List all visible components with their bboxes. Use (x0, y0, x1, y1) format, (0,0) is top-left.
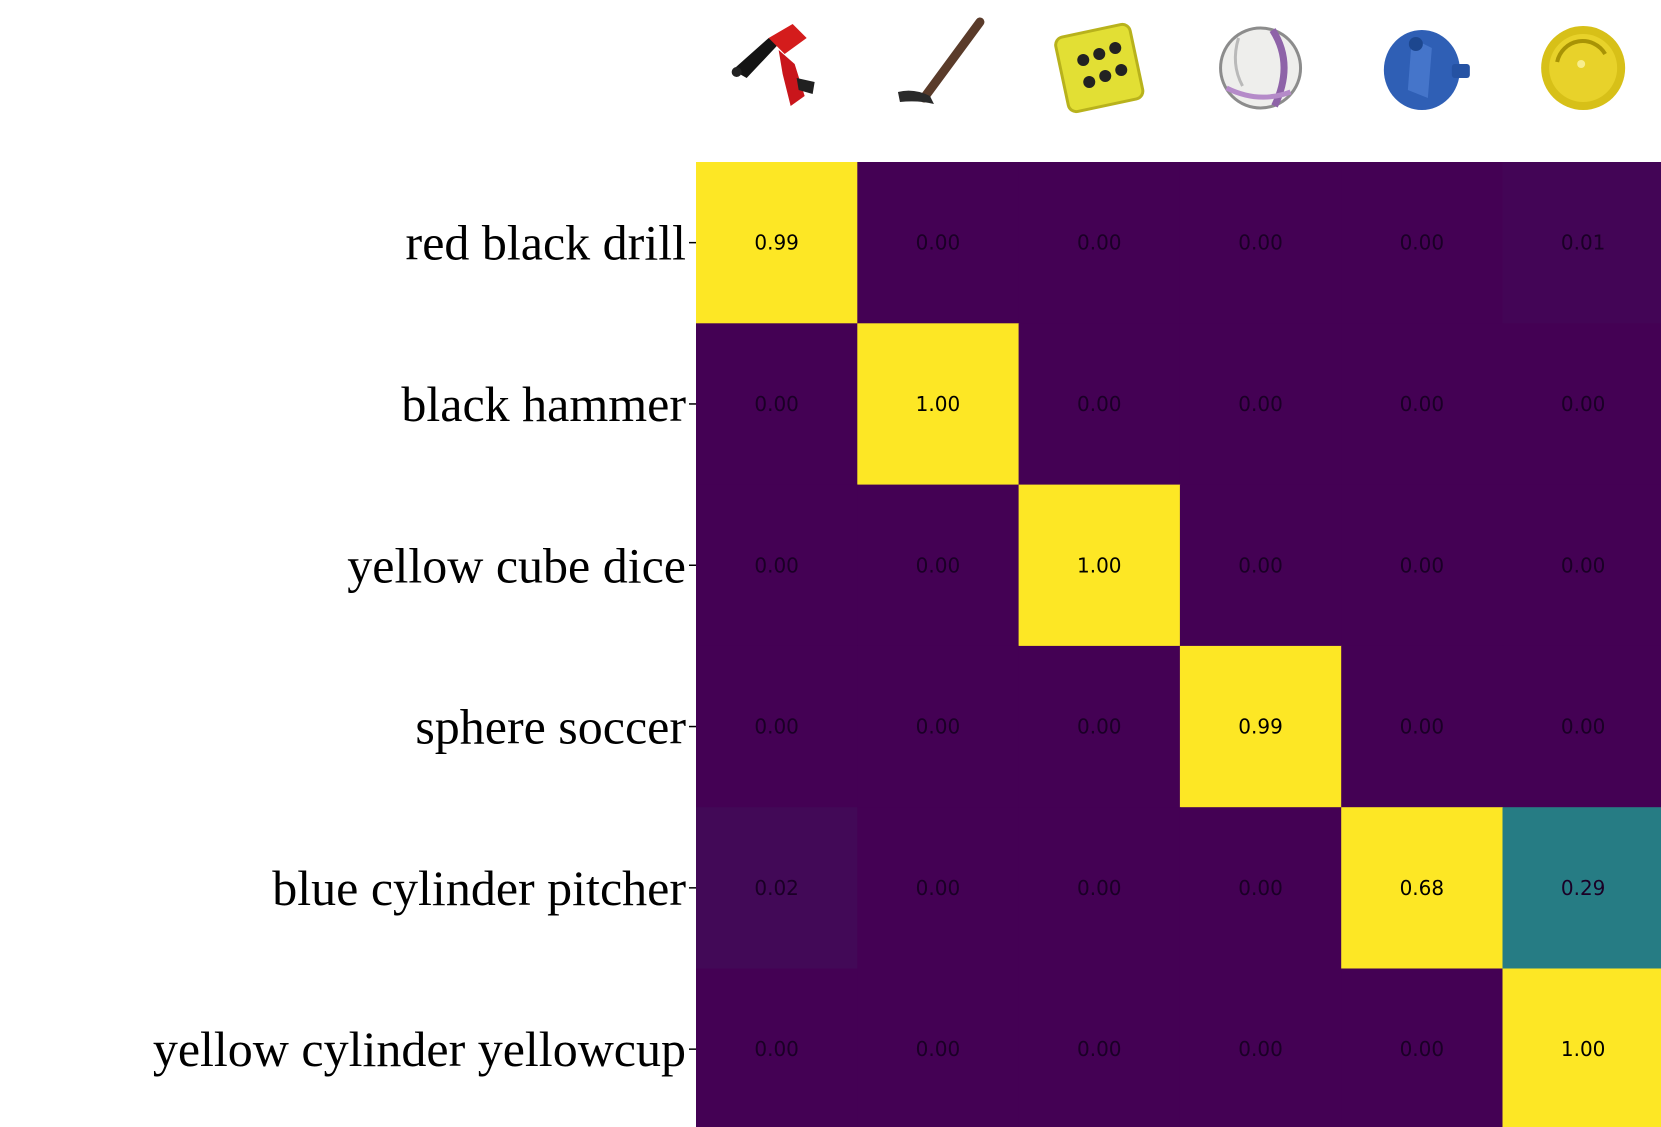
hammer-icon (897, 17, 985, 104)
heatmap-cell (1018, 484, 1181, 647)
cell-value-label: 0.00 (916, 876, 961, 900)
cell-value-label: 0.00 (754, 715, 799, 739)
heatmap-cell (1018, 807, 1181, 970)
cell-value-label: 0.00 (1077, 715, 1122, 739)
heatmap-cell (1502, 162, 1661, 324)
cell-value-label: 1.00 (1077, 553, 1122, 577)
heatmap-cell (1341, 645, 1504, 808)
cell-value-label: 0.00 (916, 1037, 961, 1061)
heatmap-cell (1502, 484, 1661, 647)
cell-value-label: 0.99 (1238, 715, 1283, 739)
cell-value-label: 0.00 (1561, 392, 1606, 416)
heatmap-cell (857, 323, 1020, 486)
heatmap-cell (857, 807, 1020, 970)
heatmap-cell (857, 162, 1020, 324)
cell-value-label: 0.00 (916, 553, 961, 577)
cell-value-label: 0.00 (1238, 1037, 1283, 1061)
heatmap-cell (1179, 968, 1342, 1127)
cell-value-label: 0.00 (1238, 231, 1283, 255)
cell-value-label: 0.00 (754, 1037, 799, 1061)
yellow-cup-icon (1541, 26, 1626, 110)
cell-value-label: 0.00 (754, 392, 799, 416)
cell-value-label: 0.68 (1400, 876, 1445, 900)
cell-value-label: 0.00 (916, 715, 961, 739)
heatmap-cell (1502, 645, 1661, 808)
heatmap-cell (1179, 323, 1342, 486)
cell-value-label: 0.00 (1077, 392, 1122, 416)
cell-value-label: 1.00 (916, 392, 961, 416)
dice-icon (1054, 22, 1145, 114)
cell-value-label: 0.00 (1400, 1037, 1445, 1061)
cell-value-label: 0.00 (1561, 715, 1606, 739)
heatmap-cell (857, 645, 1020, 808)
heatmap-cell (857, 484, 1020, 647)
row-label: yellow cube dice (347, 537, 686, 593)
cell-value-label: 0.00 (1400, 392, 1445, 416)
cell-value-label: 0.02 (754, 876, 799, 900)
heatmap-cell (696, 162, 858, 324)
heatmap-cell (1341, 323, 1504, 486)
heatmap-cell (857, 968, 1020, 1127)
cell-value-label: 0.00 (1561, 553, 1606, 577)
heatmap-cell (1502, 807, 1661, 970)
heatmap-cell (1341, 968, 1504, 1127)
row-label: blue cylinder pitcher (272, 860, 686, 916)
heatmap-cell (1018, 162, 1181, 324)
heatmap-cell (696, 968, 858, 1127)
heatmap-cell (1502, 968, 1661, 1127)
heatmap-cell (1502, 323, 1661, 486)
heatmap-cell (1179, 645, 1342, 808)
cell-value-label: 0.00 (754, 553, 799, 577)
cell-value-label: 0.01 (1561, 231, 1606, 255)
soccer-ball-icon (1219, 26, 1303, 110)
heatmap-cell (1179, 807, 1342, 970)
row-label: black hammer (401, 376, 686, 432)
cell-value-label: 0.00 (1077, 876, 1122, 900)
heatmap-cell (1018, 323, 1181, 486)
cell-value-label: 0.29 (1561, 876, 1606, 900)
pitcher-icon (1383, 30, 1470, 110)
cell-value-label: 0.99 (754, 231, 799, 255)
cell-value-label: 0.00 (1077, 231, 1122, 255)
drill-icon (731, 24, 815, 106)
heatmap-cell (696, 484, 858, 647)
cell-value-label: 1.00 (1561, 1037, 1606, 1061)
cell-value-label: 0.00 (1238, 553, 1283, 577)
row-label: sphere soccer (415, 699, 686, 755)
heatmap-cell (696, 323, 858, 486)
heatmap-cell (1179, 162, 1342, 324)
cell-value-label: 0.00 (1400, 231, 1445, 255)
cell-value-label: 0.00 (1077, 1037, 1122, 1061)
heatmap-cell (696, 645, 858, 808)
heatmap-cell (1341, 162, 1504, 324)
heatmap-cell (1018, 645, 1181, 808)
heatmap-cell (1341, 484, 1504, 647)
row-label: red black drill (406, 215, 686, 271)
row-ticks (689, 241, 696, 1050)
column-icons (731, 17, 1626, 114)
cell-value-label: 0.00 (1400, 553, 1445, 577)
heatmap-cell (696, 807, 858, 970)
cell-value-label: 0.00 (916, 231, 961, 255)
heatmap-cell (1179, 484, 1342, 647)
heatmap-cell (1341, 807, 1504, 970)
heatmap-cell (1018, 968, 1181, 1127)
cell-value-label: 0.00 (1238, 392, 1283, 416)
cell-value-label: 0.00 (1400, 715, 1445, 739)
row-labels: red black drill black hammer yellow cube d… (153, 215, 687, 1078)
heatmap-cells: 0.99 0.00 0.00 0.00 0.00 0.01 0.00 1.00 0.00 0.00… (696, 162, 1661, 1127)
cell-value-label: 0.00 (1238, 876, 1283, 900)
row-label: yellow cylinder yellowcup (153, 1021, 686, 1077)
